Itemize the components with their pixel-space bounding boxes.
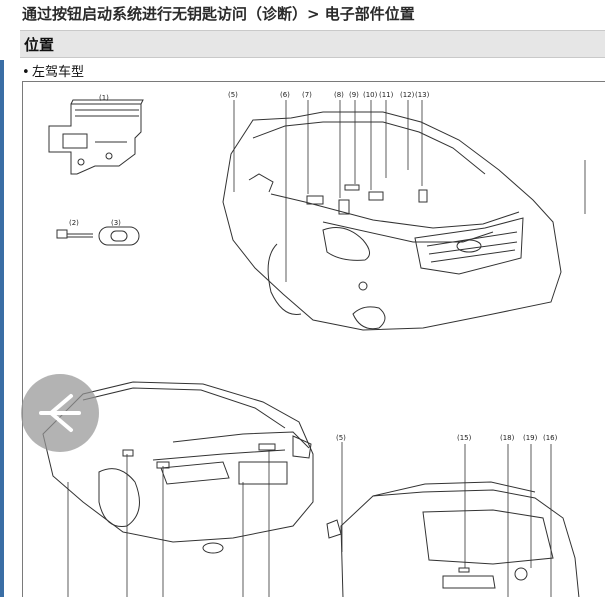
callout-label: (19): [523, 434, 538, 442]
component-location-figure: (1) (2) (3) (5) (6) (7) (8) (9) (10) (11…: [22, 81, 605, 597]
antenna-illustration: [56, 229, 93, 239]
vehicle-diagram: (1) (2) (3) (5) (6) (7) (8) (9) (10) (11…: [42, 91, 586, 597]
bullet-marker: •: [22, 65, 30, 80]
callout-label: (8): [334, 91, 344, 99]
window-edge-strip: [0, 60, 4, 597]
suv-rear-illustration: [326, 481, 580, 597]
section-header: 位置: [20, 30, 605, 58]
breadcrumb: 通过按钮启动系统进行无钥匙访问（诊断）> 电子部件位置: [22, 5, 415, 23]
callout-label: (7): [302, 91, 312, 99]
arrow-left-icon: [39, 394, 81, 432]
callout-label: (18): [500, 434, 515, 442]
callout-label: (6): [280, 91, 290, 99]
callout-label: (13): [415, 91, 430, 99]
callout-label: (15): [457, 434, 472, 442]
access-key-illustration: [98, 226, 140, 246]
bullet-text: 左驾车型: [32, 65, 85, 80]
callout-label: (3): [111, 219, 121, 227]
callout-label: (1): [99, 94, 109, 102]
bullet-item: •左驾车型: [22, 61, 84, 80]
callout-label: (16): [543, 434, 558, 442]
back-button[interactable]: [21, 374, 99, 452]
callout-label: (12): [400, 91, 415, 99]
callout-label: (5): [336, 434, 346, 442]
callout-label: (9): [349, 91, 359, 99]
callout-label: (10): [363, 91, 378, 99]
callout-label: (5): [228, 91, 238, 99]
section-title: 位置: [24, 36, 55, 54]
callout-label: (2): [69, 219, 79, 227]
callout-label: (11): [379, 91, 394, 99]
suv-front-illustration: [222, 111, 562, 331]
control-unit-illustration: [48, 99, 144, 175]
